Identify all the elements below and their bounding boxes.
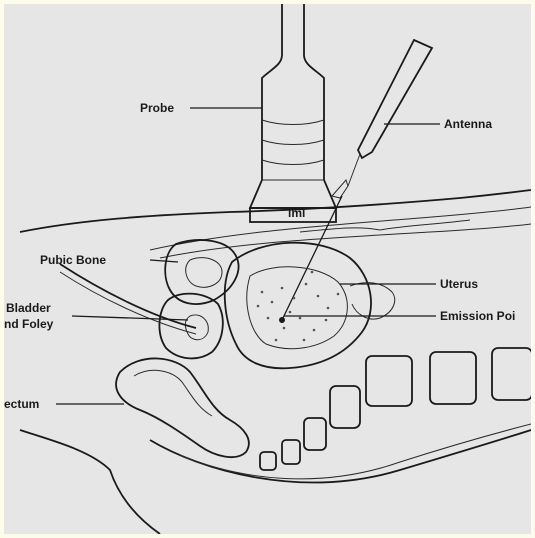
label-foley: nd Foley	[4, 317, 54, 331]
emission-point-marker	[279, 317, 285, 323]
bladder-leader	[72, 316, 188, 320]
uterus-texture	[257, 271, 340, 342]
label-antenna: Antenna	[444, 117, 492, 131]
label-rectum: ectum	[4, 397, 39, 411]
anatomy-diagram: lml	[4, 4, 531, 534]
abdomen-outline	[20, 190, 531, 232]
label-emission-point: Emission Poi	[440, 309, 515, 323]
probe-icon: lml	[250, 4, 336, 222]
label-uterus: Uterus	[440, 277, 478, 291]
lower-body-outline	[20, 430, 160, 534]
svg-text:lml: lml	[288, 206, 305, 220]
diagram-frame: lml	[4, 4, 531, 534]
pubic-bone-leader	[150, 260, 178, 262]
spine-canal	[180, 424, 531, 479]
label-pubic-bone: Pubic Bone	[40, 253, 106, 267]
rectum-icon	[116, 358, 249, 457]
label-bladder: Bladder	[6, 301, 51, 315]
label-probe: Probe	[140, 101, 174, 115]
back-outline	[150, 430, 531, 482]
